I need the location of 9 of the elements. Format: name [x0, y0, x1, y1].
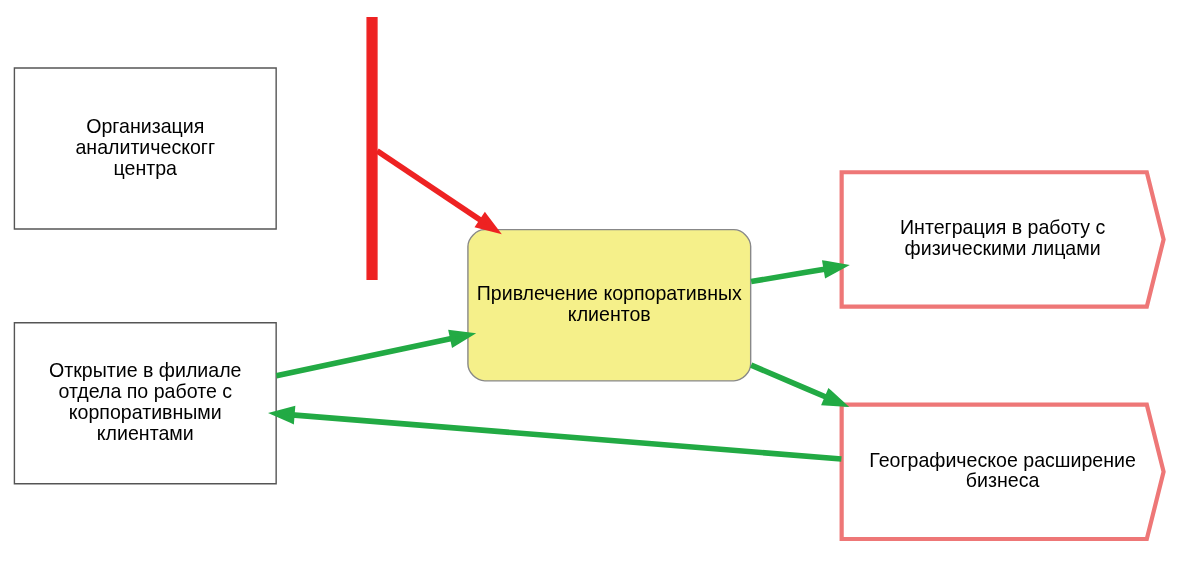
- arrow: [750, 362, 850, 407]
- arrow: [375, 148, 502, 234]
- node-box: Открытие в филиале отдела по работе с корпоративными клиентами: [13, 321, 277, 484]
- node-box: Привлечение корпоративных клиентов: [467, 228, 752, 382]
- node-box: Организация аналитическогг центра: [13, 66, 277, 230]
- arrow: [275, 329, 477, 378]
- node-bar: [366, 16, 378, 280]
- arrow: [750, 259, 850, 284]
- arrow: [268, 405, 842, 462]
